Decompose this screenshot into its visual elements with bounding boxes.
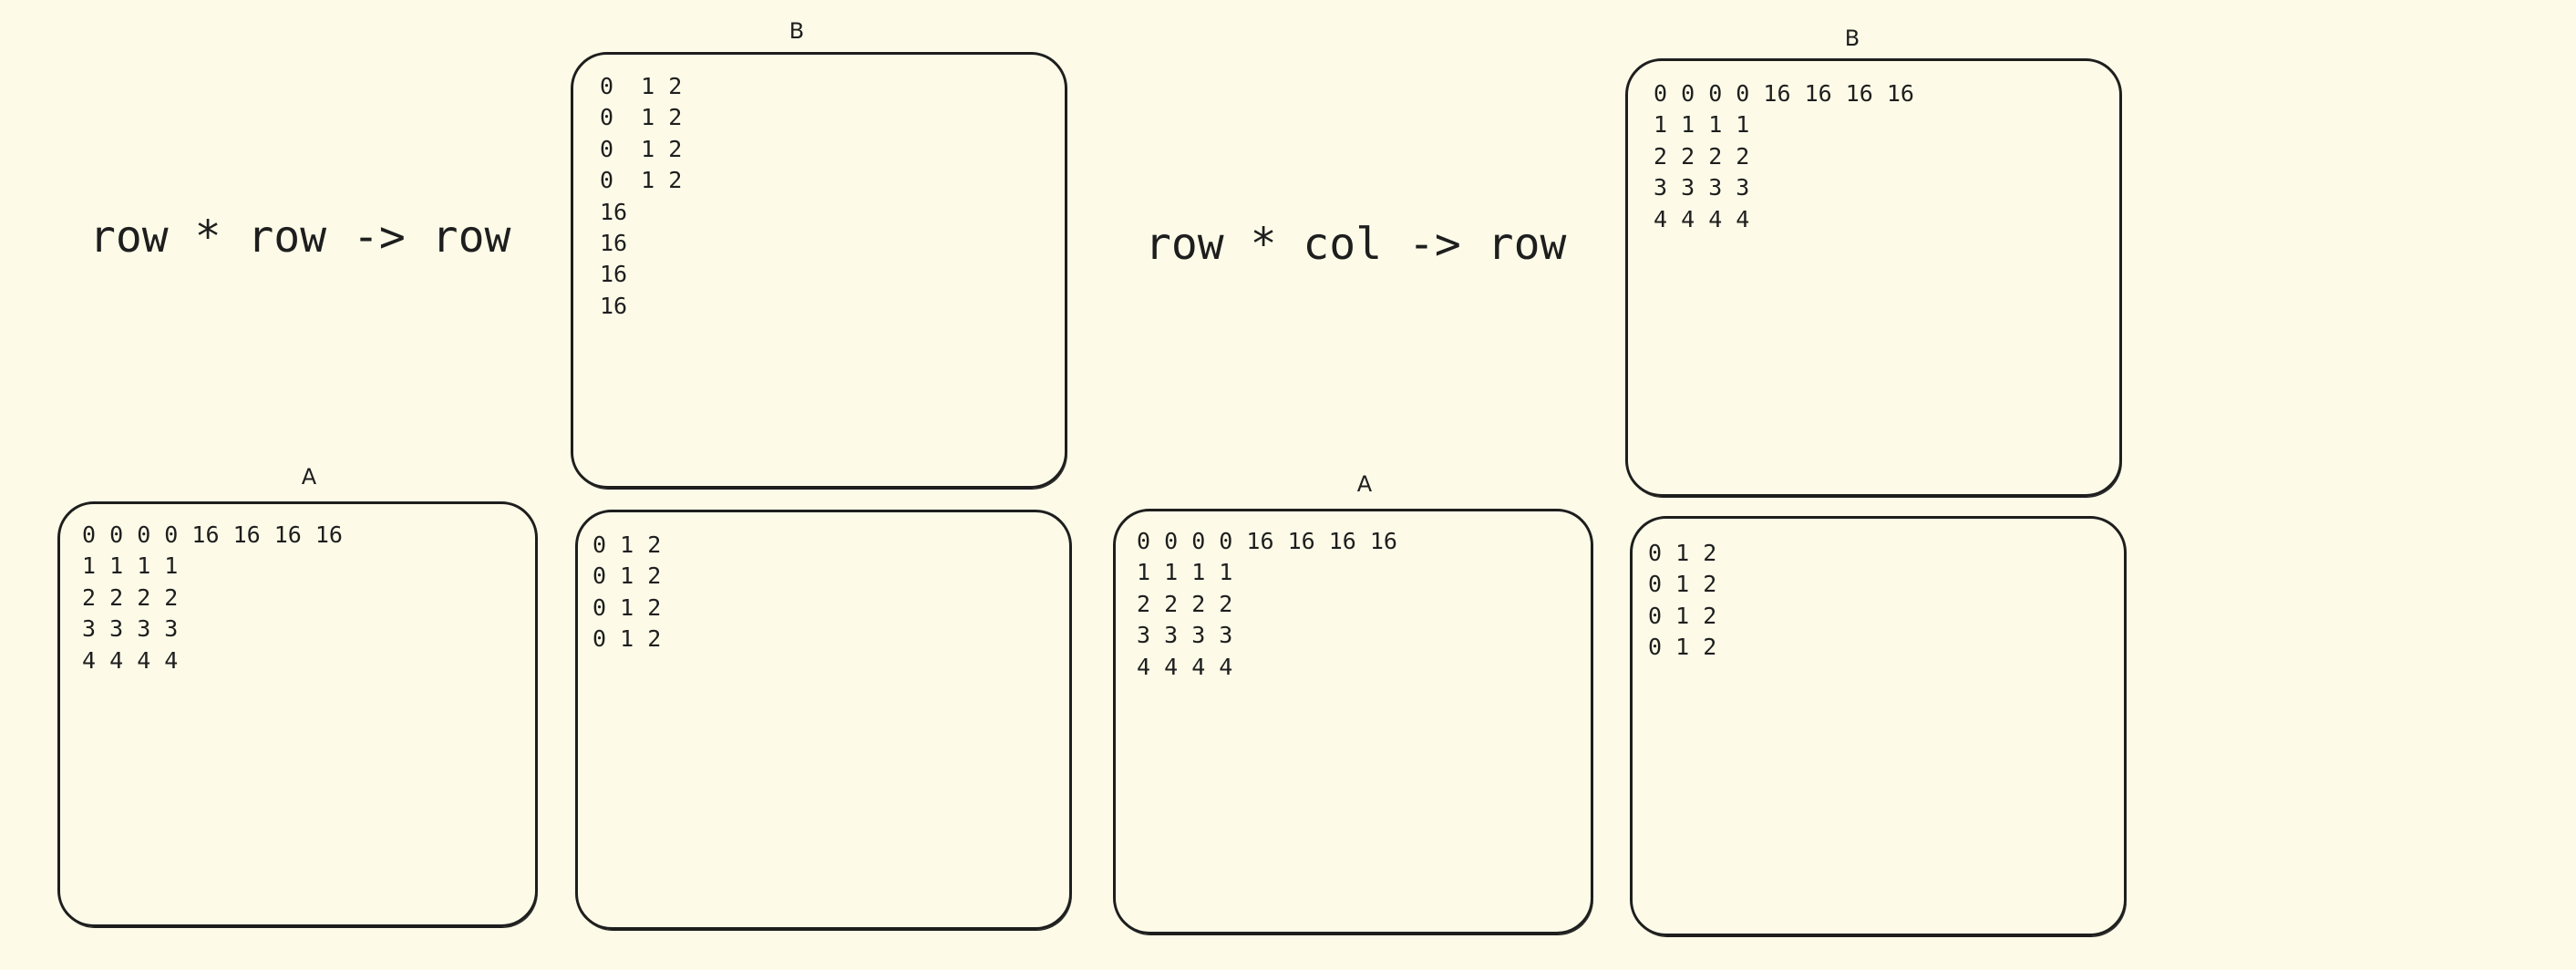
matrix-row: 1 1 1 1 — [1654, 111, 1750, 139]
matrix-row: 0 1 2 — [600, 135, 683, 162]
matrix-row: 16 — [600, 292, 628, 319]
matrix-row: 4 4 4 4 — [1137, 653, 1233, 680]
right-matrix-b-panel — [1625, 58, 2122, 497]
right-matrix-b-values: 0 0 0 0 16 16 16 16 1 1 1 1 2 2 2 2 3 3 3 3… — [1654, 78, 1914, 235]
matrix-row: 2 2 2 2 — [82, 583, 179, 611]
matrix-row: 4 4 4 4 — [82, 646, 179, 674]
left-result-values: 0 1 2 0 1 2 0 1 2 0 1 2 — [592, 530, 661, 655]
matrix-row: 1 1 1 1 — [1137, 559, 1233, 586]
matrix-row: 0 1 2 — [1648, 602, 1717, 629]
matrix-row: 16 — [600, 230, 628, 257]
matrix-row: 0 1 2 — [592, 593, 662, 621]
matrix-row: 0 0 0 0 16 16 16 16 — [1654, 80, 1914, 107]
right-matrix-b-label: B — [1844, 26, 1860, 51]
matrix-row: 3 3 3 3 — [1137, 622, 1233, 649]
left-matrix-a-label: A — [301, 464, 317, 490]
matrix-row: 2 2 2 2 — [1137, 590, 1233, 617]
left-matrix-a-values: 0 0 0 0 16 16 16 16 1 1 1 1 2 2 2 2 3 3 3 3… — [82, 520, 343, 676]
matrix-row: 0 1 2 — [592, 531, 662, 558]
matrix-row: 0 0 0 0 16 16 16 16 — [82, 521, 343, 548]
left-matrix-a-panel — [57, 501, 538, 927]
matrix-row: 0 1 2 — [592, 562, 662, 590]
matrix-row: 3 3 3 3 — [1654, 174, 1750, 201]
matrix-row: 2 2 2 2 — [1654, 142, 1750, 170]
right-result-values: 0 1 2 0 1 2 0 1 2 0 1 2 — [1648, 538, 1716, 664]
matrix-row: 0 0 0 0 16 16 16 16 — [1137, 528, 1397, 554]
left-matrix-b-label: B — [788, 18, 805, 44]
left-matrix-b-panel — [571, 52, 1067, 489]
left-result-panel — [575, 510, 1072, 930]
right-result-panel — [1630, 516, 2127, 936]
right-heading: row * col -> row — [1145, 219, 1567, 270]
matrix-row: 16 — [600, 198, 628, 225]
matrix-row: 0 1 2 — [600, 104, 683, 131]
matrix-row: 0 1 2 — [1648, 634, 1717, 661]
matrix-row: 0 1 2 — [1648, 540, 1717, 566]
right-matrix-a-values: 0 0 0 0 16 16 16 16 1 1 1 1 2 2 2 2 3 3 3 3… — [1137, 526, 1397, 683]
matrix-row: 16 — [600, 261, 628, 288]
matrix-row: 1 1 1 1 — [82, 552, 179, 580]
matrix-row: 3 3 3 3 — [82, 615, 179, 643]
left-matrix-b-values: 0 1 2 0 1 2 0 1 2 0 1 2 16 16 16 16 — [600, 71, 682, 322]
matrix-row: 0 1 2 — [600, 73, 683, 99]
right-matrix-a-label: A — [1356, 471, 1373, 497]
matrix-row: 0 1 2 — [600, 167, 683, 194]
right-matrix-a-panel — [1113, 509, 1593, 934]
matrix-row: 0 1 2 — [1648, 571, 1717, 598]
matrix-row: 0 1 2 — [592, 625, 662, 653]
left-heading: row * row -> row — [89, 212, 511, 263]
matrix-row: 4 4 4 4 — [1654, 205, 1750, 232]
